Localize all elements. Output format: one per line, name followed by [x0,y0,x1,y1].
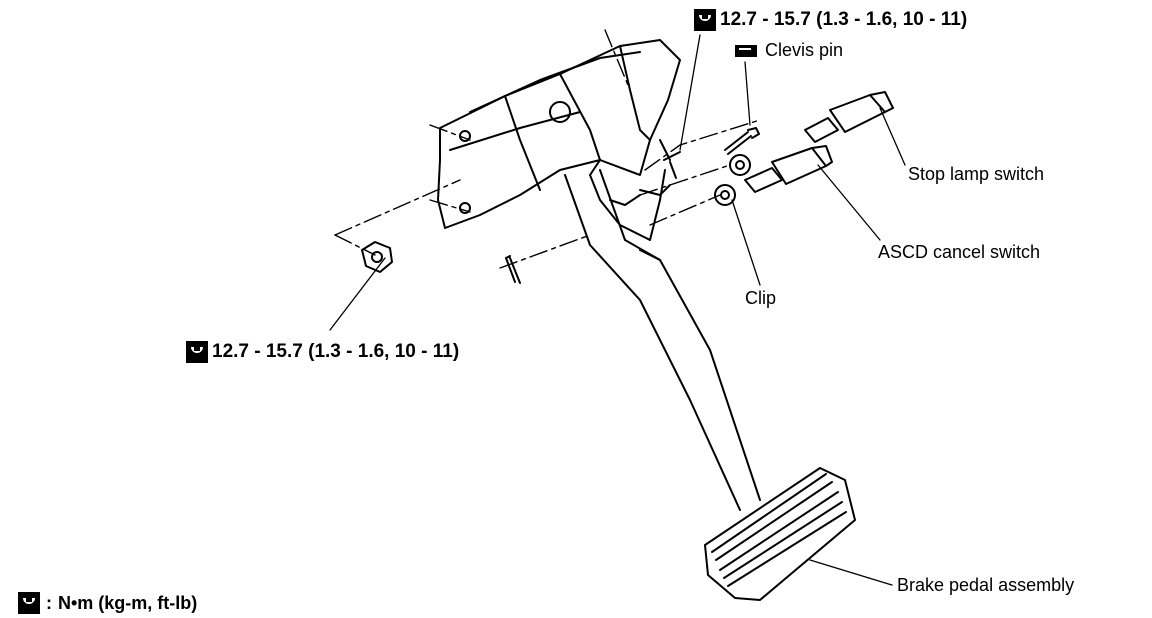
torque-value-top: 12.7 - 15.7 (1.3 - 1.6, 10 - 11) [720,9,968,30]
clevis-pin-icon [735,45,757,58]
unit-legend: : N•m (kg-m, ft-lb) [18,592,197,614]
clevis-pin-label: Clevis pin [735,40,843,60]
stop-lamp-switch-part [804,91,894,143]
nut-part [361,241,393,273]
legend-separator: : [46,592,52,613]
clevis-pin-part [724,127,760,155]
torque-wrench-icon [18,592,40,614]
ascd-cancel-switch-label: ASCD cancel switch [878,242,1041,262]
torque-wrench-icon [694,9,716,31]
pedal-pad [704,467,856,601]
cotter-pin-part [505,255,521,284]
torque-wrench-icon [186,341,208,363]
pedal-bracket [437,39,681,241]
clip-parts [714,154,751,206]
legend-unit-text: N•m (kg-m, ft-lb) [58,592,198,613]
torque-spec-top: 12.7 - 15.7 (1.3 - 1.6, 10 - 11) [694,9,967,31]
clip-label: Clip [745,288,777,308]
torque-value-bottom: 12.7 - 15.7 (1.3 - 1.6, 10 - 11) [212,341,460,362]
torque-spec-bottom: 12.7 - 15.7 (1.3 - 1.6, 10 - 11) [186,341,459,363]
stop-lamp-switch-label: Stop lamp switch [908,164,1045,184]
ascd-switch-part [744,145,833,193]
pedal-arm [564,169,761,511]
brake-pedal-assembly-label: Brake pedal assembly [897,575,1075,595]
